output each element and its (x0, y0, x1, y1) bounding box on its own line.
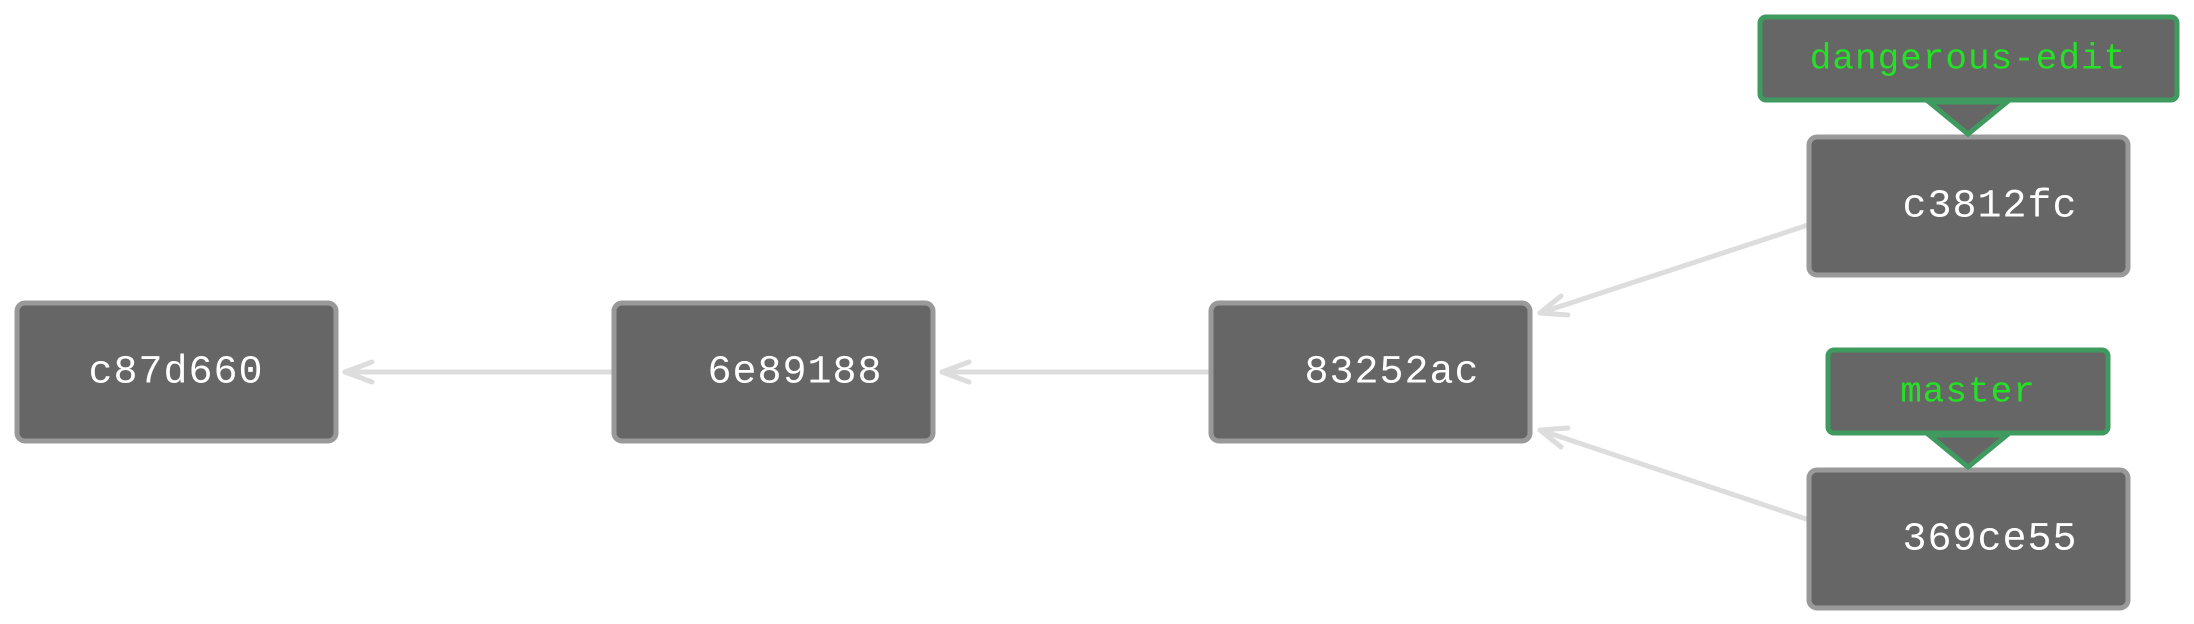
commit-hash: c3812fc (1902, 185, 2077, 230)
commit-hash: 6e89188 (707, 351, 882, 396)
edge-arrowhead (1537, 425, 1571, 450)
commit-hash: 369ce55 (1902, 518, 2077, 563)
edge-arrowhead (939, 359, 972, 385)
commit-hash: 83252ac (1304, 351, 1479, 396)
commit-node-c3812fc[interactable]: c3812fc (1806, 134, 2131, 278)
branch-name: dangerous-edit (1810, 39, 2126, 80)
branch-tag-master[interactable]: master (1825, 347, 2111, 471)
commit-node-6e89188[interactable]: 6e89188 (611, 300, 936, 444)
commit-node-c87d660[interactable]: c87d660 (14, 300, 339, 444)
branch-tag-dangerous-edit[interactable]: dangerous-edit (1757, 14, 2180, 138)
tag-pointer (1922, 432, 2014, 471)
commit-node-83252ac[interactable]: 83252ac (1208, 300, 1533, 444)
branch-name: master (1900, 372, 2036, 413)
edge-arrowhead (342, 359, 375, 385)
edge-arrowhead (1537, 293, 1571, 318)
commit-hash: c87d660 (88, 351, 263, 396)
commit-node-369ce55[interactable]: 369ce55 (1806, 467, 2131, 611)
tag-pointer (1922, 99, 2014, 138)
